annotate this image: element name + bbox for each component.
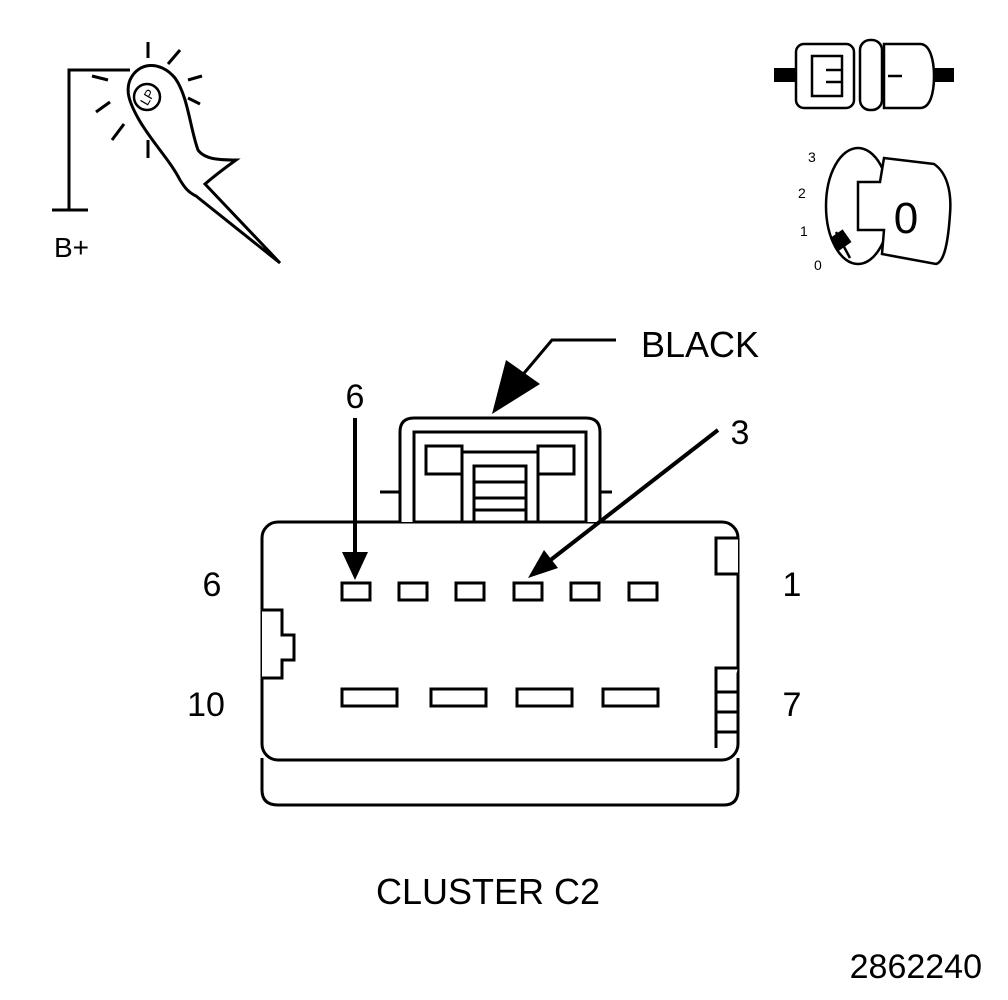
probe-lamp-label: LP — [137, 87, 158, 108]
disconnected-connector-icon — [774, 38, 954, 112]
pin-2-cavity — [569, 581, 601, 602]
bottom-row-right-pin-label: 7 — [783, 686, 802, 724]
pin-4-cavity — [454, 581, 486, 602]
pin-6-arrow — [342, 418, 368, 580]
pin-3-cavity — [512, 581, 544, 602]
ignition-position-2: 2 — [798, 185, 806, 201]
pin-9-cavity — [429, 687, 488, 708]
callout-pin-6: 6 — [346, 378, 365, 416]
pin-6-cavity — [340, 581, 372, 602]
pin-7-cavity — [601, 687, 660, 708]
connector-housing — [260, 416, 740, 807]
pin-8-cavity — [515, 687, 574, 708]
connector-name: CLUSTER C2 — [376, 871, 600, 912]
key-position-label: 0 — [894, 194, 918, 243]
ignition-position-1: 1 — [800, 223, 808, 239]
probe-lamp-icon — [132, 82, 162, 112]
top-row-left-pin-label: 6 — [203, 566, 222, 604]
pin-10-cavity — [340, 687, 399, 708]
ignition-position-3: 3 — [808, 149, 816, 165]
pin-3-arrow — [528, 428, 720, 578]
pin-5-cavity — [397, 581, 429, 602]
ignition-position-0: 0 — [814, 257, 822, 273]
ignition-key-icon — [824, 146, 952, 266]
supply-label: B+ — [54, 232, 89, 263]
callout-pin-3: 3 — [731, 414, 750, 452]
top-row-right-pin-label: 1 — [783, 566, 802, 604]
black-color-leader — [492, 338, 616, 414]
bottom-row-left-pin-label: 10 — [187, 686, 225, 724]
figure-number: 2862240 — [850, 948, 982, 986]
connector-color-label: BLACK — [641, 324, 759, 365]
pin-1-cavity — [627, 581, 659, 602]
test-light-probe-icon — [52, 42, 282, 265]
